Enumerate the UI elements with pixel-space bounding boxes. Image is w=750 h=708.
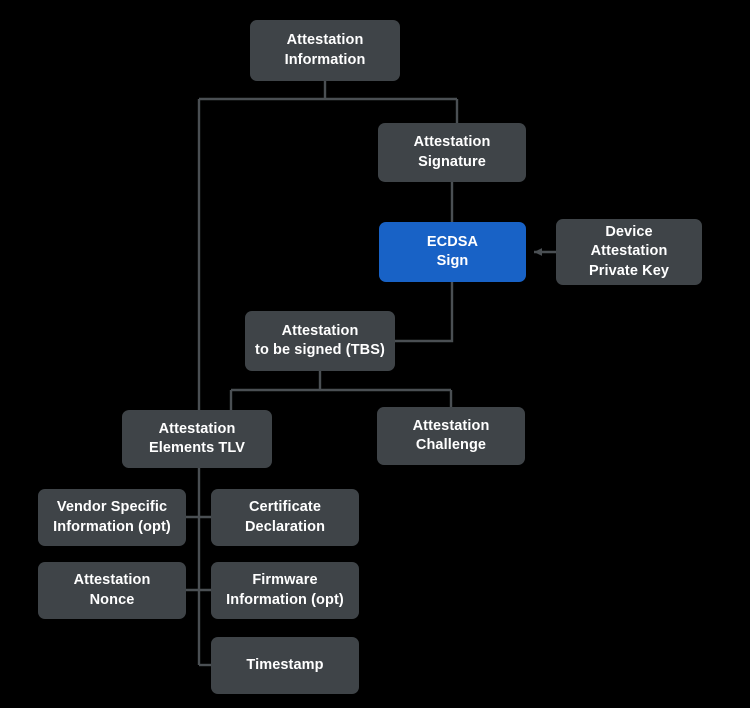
node-label: Certificate Declaration bbox=[244, 499, 326, 535]
node-label: Device Attestation Private Key bbox=[588, 224, 670, 279]
node-device-attestation-private-key[interactable]: Device Attestation Private Key bbox=[556, 219, 702, 285]
edge-ecdsa-to-tbs bbox=[395, 282, 454, 343]
node-label: Vendor Specific Information (opt) bbox=[53, 499, 171, 535]
node-vendor-specific-information[interactable]: Vendor Specific Information (opt) bbox=[38, 489, 186, 546]
node-ecdsa-sign[interactable]: ECDSA Sign bbox=[379, 222, 526, 282]
node-label: Firmware Information (opt) bbox=[226, 572, 344, 608]
node-attestation-challenge[interactable]: Attestation Challenge bbox=[377, 407, 525, 465]
node-attestation-nonce[interactable]: Attestation Nonce bbox=[38, 562, 186, 619]
node-attestation-signature[interactable]: Attestation Signature bbox=[378, 123, 526, 182]
node-attestation-elements-tlv[interactable]: Attestation Elements TLV bbox=[122, 410, 272, 468]
node-label: Attestation Nonce bbox=[73, 572, 151, 608]
node-label: ECDSA Sign bbox=[426, 233, 479, 269]
node-label: Attestation Challenge bbox=[412, 417, 490, 453]
node-label: Attestation Signature bbox=[413, 134, 491, 170]
node-certificate-declaration[interactable]: Certificate Declaration bbox=[211, 489, 359, 546]
node-firmware-information[interactable]: Firmware Information (opt) bbox=[211, 562, 359, 619]
node-label: Attestation Elements TLV bbox=[148, 420, 245, 456]
node-attestation-tbs[interactable]: Attestation to be signed (TBS) bbox=[245, 311, 395, 371]
node-label: Attestation to be signed (TBS) bbox=[255, 322, 385, 358]
node-timestamp[interactable]: Timestamp bbox=[211, 637, 359, 694]
node-label: Timestamp bbox=[246, 656, 324, 673]
node-label: Attestation Information bbox=[284, 32, 366, 68]
node-attestation-information[interactable]: Attestation Information bbox=[250, 20, 400, 81]
